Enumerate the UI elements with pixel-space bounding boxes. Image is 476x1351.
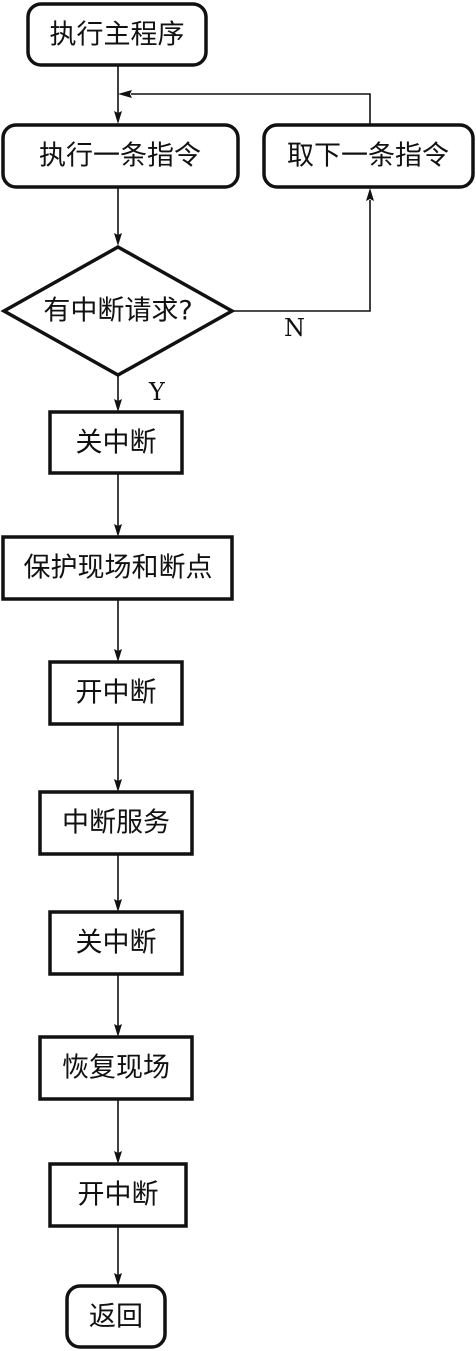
arrowhead-left-icon	[118, 90, 132, 98]
node-fetch-next-instruction: 取下一条指令	[262, 123, 475, 189]
edge-label-yes: Y	[148, 378, 166, 406]
node-interrupt-service: 中断服务	[38, 790, 194, 856]
node-enable-interrupt-1: 开中断	[48, 660, 184, 726]
arrowhead-down-icon	[114, 111, 122, 124]
arrowhead-down-icon	[114, 233, 122, 246]
node-return-label: 返回	[89, 1302, 143, 1333]
node-execute-instruction: 执行一条指令	[1, 123, 240, 189]
arrowhead-down-icon	[114, 1024, 122, 1037]
node-disable-interrupt-1: 关中断	[48, 410, 184, 475]
node-restore-context-label: 恢复现场	[62, 1053, 170, 1084]
node-restore-context: 恢复现场	[38, 1035, 194, 1101]
connector-decision-no-to-fetch	[232, 188, 374, 312]
node-enable-interrupt-2-label: 开中断	[78, 1180, 159, 1211]
node-start: 执行主程序	[26, 2, 208, 67]
node-return: 返回	[65, 1284, 167, 1349]
node-fetch-next-instruction-label: 取下一条指令	[287, 141, 449, 172]
node-start-label: 执行主程序	[50, 20, 185, 51]
node-save-context: 保护现场和断点	[1, 535, 234, 601]
arrowhead-down-icon	[114, 1273, 122, 1286]
node-disable-interrupt-2: 关中断	[48, 910, 184, 976]
connector-enable-to-service	[114, 724, 122, 792]
node-disable-interrupt-2-label: 关中断	[76, 928, 157, 959]
arrowhead-up-icon	[366, 188, 374, 201]
node-execute-instruction-label: 执行一条指令	[39, 141, 201, 172]
node-save-context-label: 保护现场和断点	[24, 553, 213, 584]
arrowhead-down-icon	[114, 649, 122, 662]
connector-start-to-execute	[114, 65, 122, 124]
connector-service-to-disable	[114, 854, 122, 912]
node-interrupt-service-label: 中断服务	[62, 808, 170, 839]
node-interrupt-request-decision-label: 有中断请求?	[43, 296, 192, 327]
node-disable-interrupt-1-label: 关中断	[76, 428, 157, 459]
connector-save-to-enable	[114, 599, 122, 662]
arrowhead-down-icon	[114, 779, 122, 792]
node-interrupt-request-decision: 有中断请求?	[0, 244, 236, 378]
node-enable-interrupt-2: 开中断	[48, 1162, 188, 1228]
arrowhead-down-icon	[114, 524, 122, 537]
connector-restore-to-enable	[114, 1099, 122, 1164]
edge-label-no: N	[284, 314, 305, 342]
arrowhead-down-icon	[114, 899, 122, 912]
arrowhead-down-icon	[114, 1151, 122, 1164]
arrowhead-down-icon	[114, 399, 122, 412]
connector-execute-to-decision	[114, 187, 122, 246]
node-enable-interrupt-1-label: 开中断	[76, 678, 157, 709]
connector-decision-yes-to-disable	[114, 375, 122, 412]
connector-disable-to-save	[114, 473, 122, 537]
connector-fetch-loop-to-execute	[118, 90, 371, 125]
connector-enable-to-return	[114, 1226, 122, 1286]
connector-disable-to-restore	[114, 974, 122, 1037]
